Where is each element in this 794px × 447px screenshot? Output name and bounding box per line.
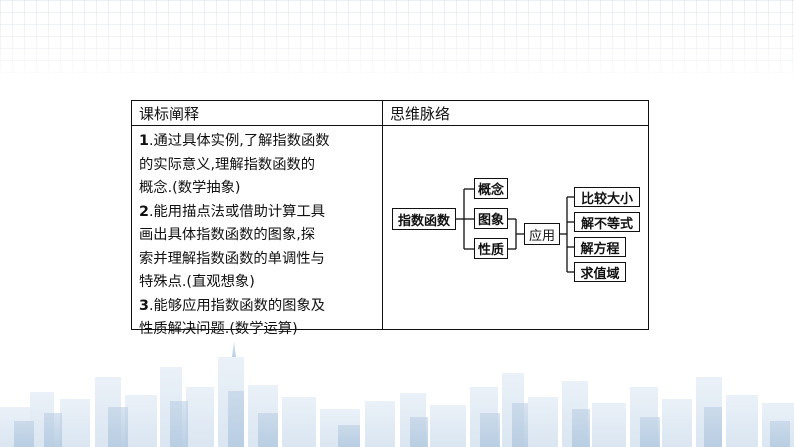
- objective-1-line: 的实际意义,理解指数函数的: [139, 156, 316, 173]
- header-thinking-context: 思维脉络: [390, 105, 451, 123]
- app-find-range: 求值域: [574, 262, 626, 282]
- objective-2: 2.能用描点法或借助计算工具: [139, 203, 326, 220]
- header-grid-pattern: [0, 0, 794, 82]
- course-objectives: 1.通过具体实例,了解指数函数 的实际意义,理解指数函数的 概念.(数学抽象) …: [139, 130, 381, 342]
- root-node: 指数函数: [392, 208, 456, 230]
- objective-1: 1.通过具体实例,了解指数函数: [139, 133, 330, 149]
- branch-concept: 概念: [474, 178, 508, 199]
- objective-1-line: 概念.(数学抽象): [139, 180, 241, 196]
- branch-properties: 性质: [474, 238, 508, 259]
- app-solve-equation: 解方程: [574, 237, 626, 257]
- objective-3: 3.能够应用指数函数的图象及: [139, 297, 326, 314]
- objective-3-line: 性质解决问题.(数学运算): [139, 321, 298, 337]
- mind-map-connectors: [456, 188, 574, 273]
- mind-map: 指数函数 概念 图象 性质 应用 比较大小 解不等式 解方程 求值域: [384, 127, 648, 329]
- header-divider: [132, 125, 648, 126]
- header-course-explanation: 课标阐释: [139, 105, 200, 123]
- city-skyline-decoration: [0, 341, 794, 447]
- course-table: 课标阐释 思维脉络 1.通过具体实例,了解指数函数 的实际意义,理解指数函数的 …: [131, 100, 649, 337]
- app-compare-size: 比较大小: [574, 187, 640, 207]
- column-divider: [382, 101, 383, 329]
- objective-2-line: 特殊点.(直观想象): [139, 274, 255, 290]
- apply-node: 应用: [524, 223, 560, 245]
- objective-2-line: 索并理解指数函数的单调性与: [139, 250, 325, 267]
- app-solve-inequality: 解不等式: [574, 212, 640, 232]
- objective-2-line: 画出具体指数函数的图象,探: [139, 227, 316, 243]
- branch-graph: 图象: [474, 208, 508, 229]
